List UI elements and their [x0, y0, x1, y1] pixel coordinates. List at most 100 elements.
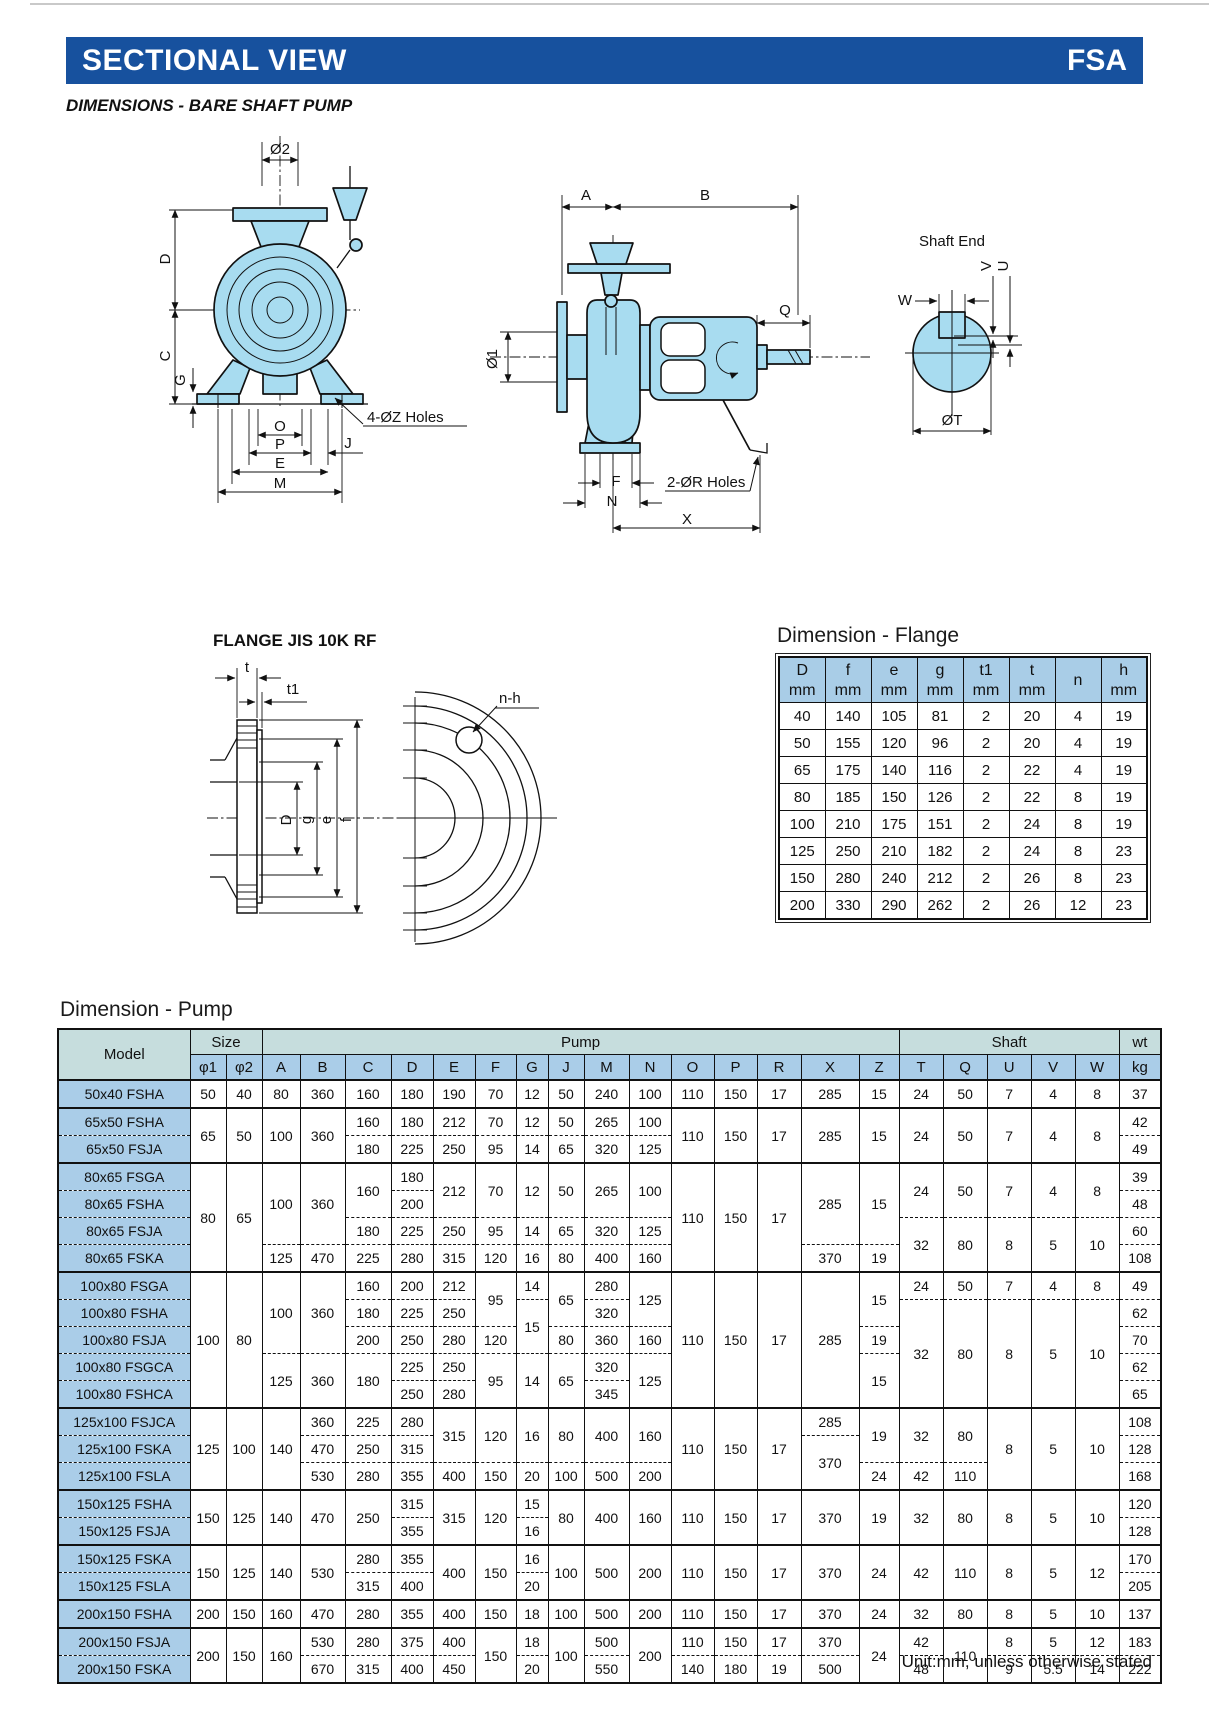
model-cell: 150x125 FSKA — [58, 1545, 191, 1573]
dim-label-D: D — [157, 253, 174, 264]
flange-cell: 8 — [1054, 837, 1102, 865]
dimension-cell: 180 — [345, 1353, 392, 1409]
dimension-cell: 14 — [1075, 1655, 1120, 1684]
flange-cell: 20 — [1008, 702, 1056, 730]
pump-column-header: R — [757, 1054, 802, 1081]
dimension-cell: 120 — [475, 1326, 517, 1354]
dimension-cell: 140 — [671, 1655, 715, 1684]
dim-label-J: J — [344, 435, 352, 452]
flange-cell: 200 — [778, 891, 826, 920]
pump-column-header: E — [433, 1054, 476, 1081]
dimension-cell: 15 — [516, 1490, 549, 1518]
dimension-cell: 150 — [226, 1600, 263, 1629]
model-cell: 200x150 FSJA — [58, 1628, 191, 1656]
dimension-cell: 200 — [391, 1272, 434, 1300]
dimension-cell: 60 — [1119, 1217, 1162, 1245]
page-subtitle: DIMENSIONS - BARE SHAFT PUMP — [66, 96, 353, 115]
model-cell: 150x125 FSJA — [58, 1517, 191, 1546]
dimension-cell: 24 — [899, 1080, 944, 1109]
dimension-cell: 19 — [757, 1655, 802, 1684]
pump-group-header: Size — [190, 1029, 263, 1055]
dimension-cell: 100 — [548, 1462, 585, 1491]
dimension-cell: 125 — [629, 1135, 672, 1164]
shaft-section — [905, 290, 1022, 416]
dimension-cell: 222 — [1119, 1655, 1162, 1684]
dimension-cell: 180 — [345, 1217, 392, 1245]
dimension-cell: 20 — [516, 1462, 549, 1491]
dimension-cell: 125 — [226, 1545, 263, 1601]
flange-cell: 2 — [962, 810, 1010, 838]
dimension-cell: 14 — [516, 1217, 549, 1245]
flange-cell: 150 — [870, 783, 918, 811]
dimension-cell: 10 — [1075, 1600, 1120, 1629]
dimension-cell: 315 — [391, 1490, 434, 1518]
dimension-cell: 8 — [987, 1217, 1032, 1273]
dimension-cell: 5 — [1031, 1408, 1076, 1491]
dimension-cell: 8 — [987, 1299, 1032, 1409]
pump-column-header: N — [629, 1054, 672, 1081]
dimension-cell: 150 — [714, 1272, 758, 1409]
dimension-cell: 95 — [475, 1272, 517, 1327]
flange-cell: 22 — [1008, 756, 1056, 784]
model-cell: 100x80 FSGCA — [58, 1353, 191, 1381]
dimension-cell: 50 — [548, 1163, 585, 1218]
dimension-cell: 110 — [671, 1490, 715, 1546]
dimension-cell: 80 — [943, 1490, 988, 1546]
pump-column-header: φ2 — [226, 1054, 263, 1081]
dim-label-X: X — [682, 511, 692, 528]
dimension-cell: 355 — [391, 1517, 434, 1546]
dimension-cell: 80 — [943, 1600, 988, 1629]
dimension-cell: 160 — [345, 1108, 392, 1136]
flange-cell: 212 — [916, 864, 964, 892]
dimension-cell: 20 — [516, 1572, 549, 1601]
dimension-cell: 32 — [899, 1490, 944, 1546]
dimension-cell: 370 — [801, 1600, 860, 1629]
dimension-cell: 500 — [801, 1655, 860, 1684]
flange-cell: 2 — [962, 837, 1010, 865]
dimension-cell: 280 — [345, 1545, 392, 1573]
dimension-cell: 49 — [1119, 1272, 1162, 1300]
pump-column-header: M — [584, 1054, 630, 1081]
dimension-cell: 530 — [300, 1462, 346, 1491]
dimension-cell: 250 — [433, 1217, 476, 1245]
dimension-cell: 180 — [391, 1163, 434, 1191]
dimension-cell: 180 — [345, 1299, 392, 1327]
dimension-cell: 16 — [516, 1545, 549, 1573]
dimension-cell: 150 — [714, 1600, 758, 1629]
model-cell: 150x125 FSLA — [58, 1572, 191, 1601]
dimension-cell: 17 — [757, 1272, 802, 1409]
dimension-cell: 280 — [391, 1244, 434, 1273]
flange-drawing-title: FLANGE JIS 10K RF — [213, 631, 376, 650]
flange-cell: 23 — [1100, 837, 1148, 865]
dimension-cell: 14 — [516, 1353, 549, 1409]
dimension-cell: 12 — [516, 1108, 549, 1136]
flange-cell: 210 — [824, 810, 872, 838]
dimension-cell: 200 — [345, 1326, 392, 1354]
dimension-cell: 150 — [714, 1545, 758, 1601]
dimension-cell: 65 — [548, 1272, 585, 1327]
dimension-cell: 160 — [345, 1080, 392, 1109]
dimension-cell: 250 — [345, 1490, 392, 1546]
dimension-cell: 100 — [548, 1628, 585, 1684]
dimension-cell: 125 — [629, 1272, 672, 1327]
pump-side-view-drawing: A B Ø1 Q F N X 2-ØR Holes — [484, 187, 870, 533]
shaft-end-drawing: Shaft End W V U ØT — [898, 233, 1022, 435]
dimension-cell: 150 — [226, 1628, 263, 1684]
dimension-cell: 280 — [433, 1326, 476, 1354]
dimension-cell: 360 — [584, 1326, 630, 1354]
dimension-cell: 400 — [584, 1244, 630, 1273]
flange-cell: 185 — [824, 783, 872, 811]
product-code: FSA — [1067, 43, 1127, 77]
dimension-cell: 65 — [226, 1163, 263, 1273]
dimension-cell: 80 — [943, 1299, 988, 1409]
